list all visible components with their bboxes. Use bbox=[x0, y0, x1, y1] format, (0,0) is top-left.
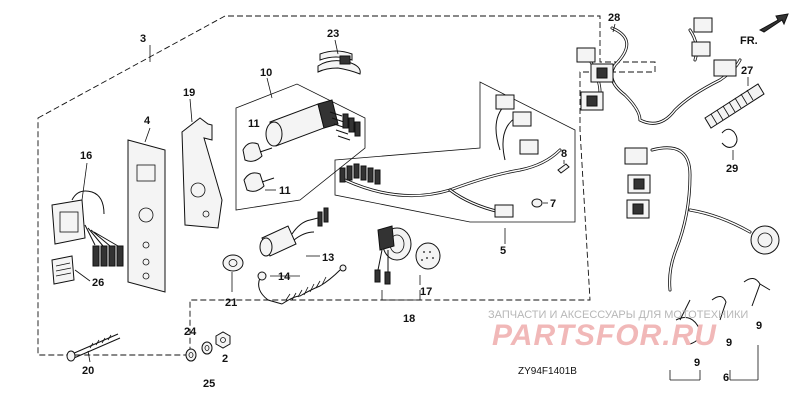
leader-18 bbox=[381, 290, 421, 301]
clamp-b bbox=[711, 296, 727, 321]
washer bbox=[185, 348, 197, 362]
ignition-group-outline bbox=[235, 83, 366, 211]
callout-10: 10 bbox=[260, 67, 272, 79]
main-wire-harness bbox=[339, 94, 562, 218]
leader-19 bbox=[189, 98, 193, 123]
clamp-c bbox=[743, 278, 771, 307]
leader-10 bbox=[266, 77, 273, 99]
watermark-logo: PARTSFOR.RU bbox=[492, 319, 717, 352]
callout-13: 13 bbox=[322, 252, 334, 264]
callout-9c: 9 bbox=[756, 320, 762, 332]
leader-26 bbox=[74, 269, 91, 282]
leader-28 bbox=[612, 23, 616, 33]
callout-8: 8 bbox=[561, 148, 567, 160]
mounting-plate bbox=[127, 139, 166, 293]
callout-25: 25 bbox=[203, 378, 215, 390]
key-upper bbox=[242, 142, 273, 162]
grommet bbox=[222, 254, 244, 272]
callout-18: 18 bbox=[403, 313, 415, 325]
bracket bbox=[181, 117, 223, 229]
lock-washer bbox=[201, 341, 213, 355]
callout-17: 17 bbox=[420, 286, 432, 298]
callout-11b: 11 bbox=[279, 185, 291, 197]
extension-harness bbox=[576, 17, 742, 125]
leader-4 bbox=[144, 127, 151, 143]
callout-21: 21 bbox=[225, 297, 237, 309]
callout-26: 26 bbox=[92, 277, 104, 289]
callout-9b: 9 bbox=[726, 337, 732, 349]
front-marker-label: FR. bbox=[740, 35, 758, 47]
switch-cap bbox=[415, 242, 441, 270]
leader-16 bbox=[81, 162, 88, 201]
callout-5: 5 bbox=[500, 245, 506, 257]
lower-harness bbox=[624, 146, 780, 292]
pin bbox=[557, 163, 570, 174]
callout-14: 14 bbox=[278, 271, 291, 283]
clamp-a bbox=[675, 299, 701, 345]
callout-11a: 11 bbox=[248, 118, 260, 130]
callout-24: 24 bbox=[184, 326, 197, 338]
callout-29: 29 bbox=[726, 163, 738, 175]
assembly-outline bbox=[37, 15, 656, 356]
callout-2: 2 bbox=[222, 353, 228, 365]
corrugated-tube bbox=[704, 83, 765, 129]
ignition-switch bbox=[265, 99, 361, 147]
leader-6 bbox=[669, 345, 759, 381]
leader-20 bbox=[87, 350, 91, 363]
leader-23 bbox=[334, 39, 339, 55]
small-grommet bbox=[531, 198, 543, 208]
callout-27: 27 bbox=[741, 65, 753, 77]
hex-nut bbox=[215, 331, 231, 349]
harness-group-outline bbox=[334, 81, 576, 223]
callout-7: 7 bbox=[550, 198, 556, 210]
drawing-code: ZY94F1401B bbox=[518, 366, 577, 377]
callout-9a: 9 bbox=[694, 357, 700, 369]
front-direction-arrow-icon bbox=[758, 13, 789, 33]
callout-4: 4 bbox=[144, 115, 151, 127]
callout-16: 16 bbox=[80, 150, 92, 162]
callout-28: 28 bbox=[608, 12, 620, 24]
wire-clip-small bbox=[721, 128, 738, 148]
lanyard bbox=[257, 264, 347, 305]
callout-6: 6 bbox=[723, 372, 729, 384]
emergency-stop-switch bbox=[259, 207, 329, 257]
callout-23: 23 bbox=[327, 28, 339, 40]
rocker-switch bbox=[51, 190, 124, 267]
watermark-subtitle: ЗАПЧАСТИ И АКСЕССУАРЫ ДЛЯ МОТОТЕХНИКИ bbox=[488, 309, 748, 321]
screw bbox=[66, 333, 121, 362]
callout-20: 20 bbox=[82, 365, 94, 377]
trim-switch bbox=[374, 225, 412, 285]
callout-19: 19 bbox=[183, 87, 195, 99]
label-plate bbox=[51, 255, 75, 285]
callout-3: 3 bbox=[140, 33, 146, 45]
band-clip bbox=[317, 50, 361, 75]
key-lower bbox=[243, 172, 275, 192]
